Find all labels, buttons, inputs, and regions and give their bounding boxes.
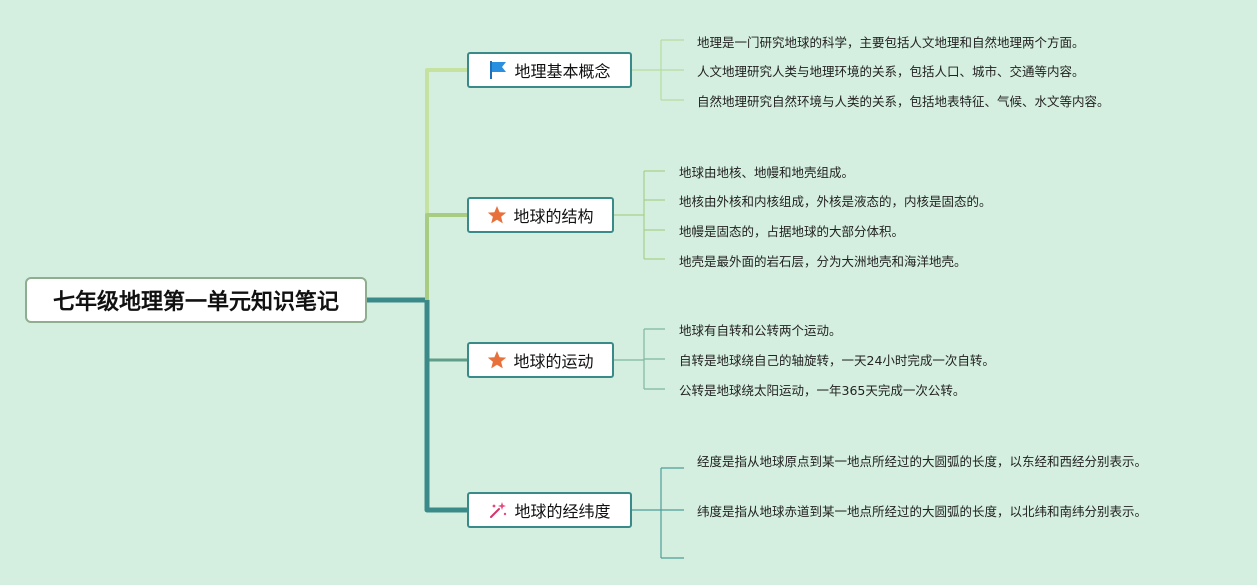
branch-connector-3 bbox=[425, 300, 467, 362]
star-icon bbox=[487, 205, 507, 225]
topic-label: 地球的经纬度 bbox=[514, 502, 611, 521]
leaf-note[interactable]: 地球由地核、地幔和地壳组成。 bbox=[679, 165, 855, 180]
leaf-note[interactable]: 地理是一门研究地球的科学，主要包括人文地理和自然地理两个方面。 bbox=[697, 35, 1085, 50]
star-icon bbox=[487, 350, 507, 370]
leaf-note[interactable]: 地壳是最外面的岩石层，分为大洲地壳和海洋地壳。 bbox=[679, 254, 967, 269]
leaf-note[interactable]: 地幔是固态的，占据地球的大部分体积。 bbox=[679, 224, 905, 239]
leaf-note[interactable]: 自转是地球绕自己的轴旋转，一天24小时完成一次自转。 bbox=[679, 353, 995, 368]
leaf-note[interactable]: 自然地理研究自然环境与人类的关系，包括地表特征、气候、水文等内容。 bbox=[697, 94, 1110, 109]
topic-latitude-longitude[interactable]: 地球的经纬度 bbox=[467, 492, 632, 528]
topic-geography-basics[interactable]: 地理基本概念 bbox=[467, 52, 632, 88]
topic-label: 地理基本概念 bbox=[514, 62, 611, 81]
flag-icon bbox=[488, 60, 508, 80]
root-topic[interactable]: 七年级地理第一单元知识笔记 bbox=[25, 277, 367, 323]
leaf-note[interactable]: 公转是地球绕太阳运动，一年365天完成一次公转。 bbox=[679, 383, 966, 398]
sparkle-wand-icon bbox=[488, 500, 508, 520]
leaf-note[interactable]: 地球有自转和公转两个运动。 bbox=[679, 323, 842, 338]
branch-connector-2 bbox=[425, 213, 467, 300]
leaf-note[interactable]: 经度是指从地球原点到某一地点所经过的大圆弧的长度，以东经和西经分别表示。 bbox=[697, 454, 1148, 469]
topic-earth-structure[interactable]: 地球的结构 bbox=[467, 197, 614, 233]
root-title: 七年级地理第一单元知识笔记 bbox=[52, 290, 339, 315]
topic-label: 地球的结构 bbox=[513, 207, 594, 226]
leaf-note[interactable]: 人文地理研究人类与地理环境的关系，包括人口、城市、交通等内容。 bbox=[697, 64, 1085, 79]
branch-connector-4 bbox=[424, 300, 467, 513]
topic-label: 地球的运动 bbox=[513, 352, 594, 371]
leaf-note[interactable]: 地核由外核和内核组成，外核是液态的，内核是固态的。 bbox=[679, 194, 992, 209]
branch-connector-1 bbox=[425, 68, 467, 300]
topic-earth-motion[interactable]: 地球的运动 bbox=[467, 342, 614, 378]
leaf-note[interactable]: 纬度是指从地球赤道到某一地点所经过的大圆弧的长度，以北纬和南纬分别表示。 bbox=[697, 504, 1148, 519]
